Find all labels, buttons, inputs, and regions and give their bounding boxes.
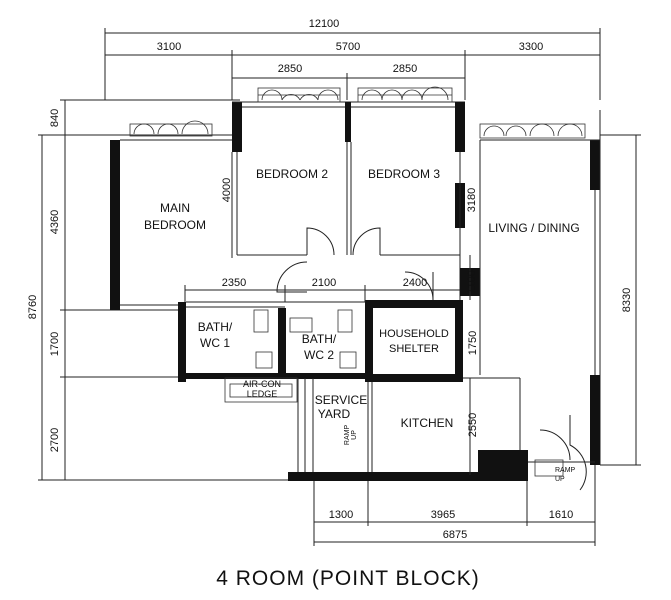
room-bedroom2: BEDROOM 2: [256, 167, 328, 181]
dim-2550: 2550: [467, 413, 479, 437]
interior-dimension-lines: [184, 255, 481, 475]
dim-row-2400: 2400: [403, 277, 427, 289]
doors: [276, 227, 587, 491]
dim-top-mid: 5700: [336, 41, 360, 53]
room-bath2-line1: BATH/: [302, 332, 337, 346]
bottom-dimension-lines: [313, 465, 596, 546]
room-bath1-line2: WC 1: [200, 336, 230, 350]
dim-1100: 1100: [466, 270, 478, 294]
dim-left-1700: 1700: [49, 332, 61, 356]
top-dimension-lines: [104, 28, 601, 100]
dim-row-2350: 2350: [222, 277, 246, 289]
fixtures: [224, 309, 564, 477]
room-living-dining: LIVING / DINING: [488, 221, 579, 235]
dim-bedroom3-width: 2850: [393, 63, 417, 75]
room-shelter-line2: SHELTER: [389, 343, 439, 355]
walls: [110, 101, 601, 481]
room-bedroom3: BEDROOM 3: [368, 167, 440, 181]
dim-bedroom2-width: 2850: [278, 63, 302, 75]
windows: [129, 86, 586, 139]
dim-bottom-6875: 6875: [443, 529, 467, 541]
dim-top-left: 3100: [157, 41, 181, 53]
dim-left-8760: 8760: [27, 295, 39, 319]
room-bath1-line1: BATH/: [198, 320, 233, 334]
room-main-bedroom-line1: MAIN: [160, 201, 190, 215]
room-shelter-line1: HOUSEHOLD: [379, 328, 449, 340]
dim-1750: 1750: [467, 331, 479, 355]
ramp-service-line2: UP: [351, 430, 358, 440]
room-main-bedroom-line2: BEDROOM: [144, 218, 206, 232]
dim-left-840: 840: [49, 109, 61, 127]
room-service-yard-line2: YARD: [318, 407, 351, 421]
right-dimension-lines: [600, 134, 641, 466]
dim-top-right: 3300: [519, 41, 543, 53]
plan-caption: 4 ROOM (POINT BLOCK): [216, 567, 479, 590]
dim-3180: 3180: [466, 188, 478, 212]
dim-bottom-1610: 1610: [549, 509, 573, 521]
dim-left-4360: 4360: [49, 210, 61, 234]
dim-bedroom-height-4000: 4000: [221, 178, 233, 202]
aircon-ledge-line2: LEDGE: [247, 389, 278, 399]
dim-top-total: 12100: [309, 18, 340, 30]
room-service-yard-line1: SERVICE: [315, 393, 367, 407]
room-bath2-line2: WC 2: [304, 348, 334, 362]
dim-row-2100: 2100: [312, 277, 336, 289]
ramp-entry-line2: UP: [555, 476, 565, 483]
ramp-entry-line1: RAMP: [555, 467, 576, 474]
dim-bottom-1300: 1300: [329, 509, 353, 521]
dim-left-2700: 2700: [49, 428, 61, 452]
ramp-service-line1: RAMP: [344, 425, 351, 446]
room-kitchen: KITCHEN: [401, 416, 454, 430]
dim-bottom-3965: 3965: [431, 509, 455, 521]
dim-right-8330: 8330: [621, 288, 633, 312]
aircon-ledge-line1: AIR-CON: [243, 379, 281, 389]
